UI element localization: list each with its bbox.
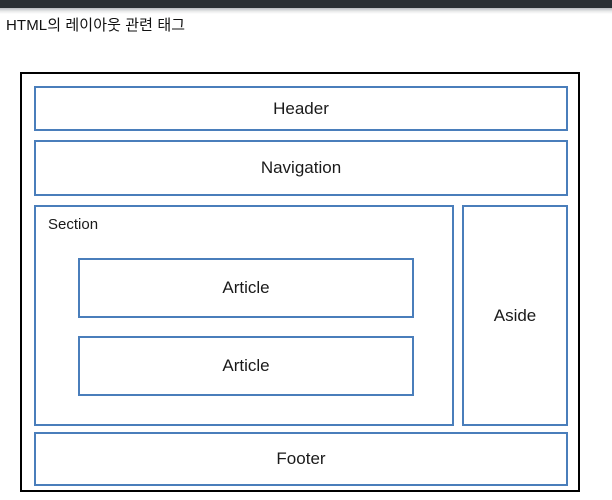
region-article-1: Article [78, 258, 414, 318]
region-section-label: Section [48, 216, 99, 233]
window-chrome-fade [0, 8, 612, 14]
region-aside-label: Aside [493, 305, 537, 325]
region-aside: Aside [462, 205, 568, 426]
region-navigation-label: Navigation [260, 158, 342, 177]
region-article-1-label: Article [222, 278, 270, 297]
region-header: Header [34, 86, 568, 131]
region-article-2: Article [78, 336, 414, 396]
region-article-2-label: Article [222, 356, 270, 375]
region-header-label: Header [273, 98, 329, 118]
layout-diagram-frame: Header Navigation Section Article Articl… [20, 72, 580, 492]
region-footer: Footer [34, 432, 568, 486]
region-section: Section Article Article [34, 205, 454, 426]
window-chrome-bar [0, 0, 612, 8]
region-navigation: Navigation [34, 140, 568, 196]
page-title: HTML의 레이아웃 관련 태그 [6, 17, 186, 34]
region-footer-label: Footer [276, 449, 326, 468]
